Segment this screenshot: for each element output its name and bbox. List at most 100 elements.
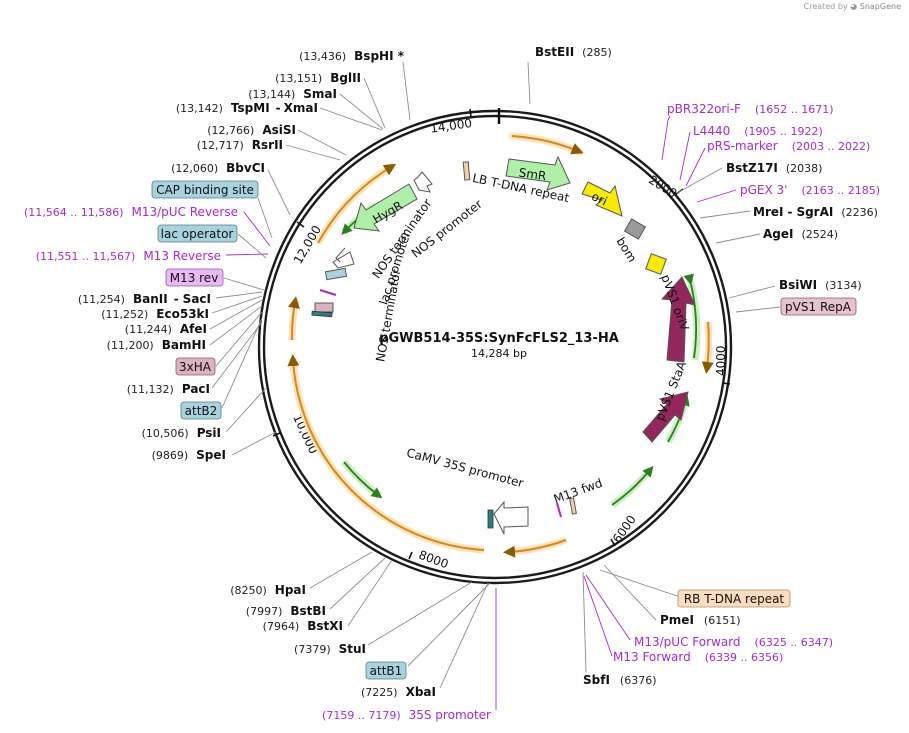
enzyme-bamhi: (11,200)BamHI <box>107 338 206 352</box>
smr-arrow <box>505 155 571 191</box>
leader-m13puc-reverse <box>243 211 271 247</box>
leader-stui <box>367 581 473 646</box>
orf-arc-6 <box>317 163 397 244</box>
primer-m13-forward: M13 Forward(6339 .. 6356) <box>613 650 783 664</box>
enzyme-asisi: (12,766)AsiSI <box>207 123 296 137</box>
primer-leaders <box>225 115 737 710</box>
leader-banii <box>215 291 263 299</box>
m13-fwd-label: M13 fwd <box>552 476 605 507</box>
leader-bglii <box>363 77 386 129</box>
primer-labels: pBR322ori-F(1652 .. 1671) L4440(1905 .. … <box>24 102 880 722</box>
leader-m13puc-fwd <box>585 574 631 641</box>
nos-terminator-arrow <box>332 251 355 269</box>
leader-tspmi <box>319 107 383 131</box>
tick-mark-6000 <box>610 538 616 547</box>
rb-repeat-text: RB T-DNA repeat <box>684 592 785 606</box>
enzyme-stui: (7379)StuI <box>294 642 366 656</box>
attb1-marker <box>487 509 494 529</box>
orf-arc-5 <box>288 296 300 341</box>
leader-smai <box>339 93 384 130</box>
leader-pvs1-repa <box>735 306 781 313</box>
leader-attb1 <box>407 582 491 667</box>
ori-feature: ori <box>581 181 623 217</box>
primer-m13puc-reverse: (11,564 .. 11,586)M13/pUC Reverse <box>24 205 238 219</box>
leader-eco53ki <box>211 295 263 314</box>
enzyme-bstz17i: BstZ17I(2038) <box>726 161 822 175</box>
orf-arc-1 <box>511 135 584 155</box>
enzyme-tspmi-xmai: (13,142)TspMI-XmaI <box>176 101 318 115</box>
backbone-outer-ring <box>257 109 733 585</box>
3xha-text: 3xHA <box>179 360 212 374</box>
orf-arc-3 <box>503 539 567 558</box>
leader-rsrii <box>285 144 341 161</box>
enzyme-bsiwi: BsiWI(3134) <box>779 278 862 292</box>
leader-bstz17i <box>676 167 723 194</box>
primer-pbr322ori-f: pBR322ori-F(1652 .. 1671) <box>667 102 834 116</box>
pvs1-features <box>623 218 696 443</box>
leader-sbfi <box>582 571 587 673</box>
lac-operator-box <box>157 224 238 243</box>
primer-l4440: L4440(1905 .. 1922) <box>693 124 823 138</box>
green-arc-3 <box>611 465 654 506</box>
leader-mrei <box>699 210 751 219</box>
m13-rev-marker <box>319 289 337 296</box>
pvs1-repa-arrow <box>660 276 696 363</box>
lac-operator-marker <box>324 267 348 281</box>
small-features <box>311 161 577 535</box>
tick-mark-12000 <box>296 221 305 228</box>
tick-mark-8000 <box>408 551 413 560</box>
enzyme-sbfi: SbfI(6376) <box>583 673 657 687</box>
leader-pmei <box>603 564 657 621</box>
tick-label-4000: 4000 <box>714 345 728 376</box>
leader-m13-fwd <box>583 575 613 657</box>
leader-pgex3 <box>696 189 737 203</box>
smr-label: SmR <box>518 166 547 184</box>
leader-bsteii <box>527 61 531 105</box>
boxed-features: pVS1 RepA RB T-DNA repeat attB1 attB2 3x… <box>151 180 857 680</box>
camv-35s-arrow <box>493 500 529 535</box>
nos-terminator2-label: NOS terminator <box>373 268 403 363</box>
pvs1-staa-arrow <box>642 391 689 443</box>
leader-l4440 <box>679 131 691 181</box>
primer-m13-reverse: (11,551 .. 11,567)M13 Reverse <box>36 249 221 263</box>
leader-bsphi <box>402 61 411 121</box>
primer-35s-promoter: (7159 .. 7179)35S promoter <box>322 708 491 722</box>
leader-rb-repeat <box>599 569 681 598</box>
hygr-arrow <box>353 183 418 232</box>
plasmid-name: pGWB514-35S:SynFcFLS2_13-HA <box>379 331 619 346</box>
leader-asisi <box>297 129 347 156</box>
lac-promoter-arrow <box>335 247 346 263</box>
leader-cap-site <box>257 197 273 239</box>
ori-label: ori <box>589 189 609 208</box>
camv-35s-label: CaMV 35S promoter <box>405 446 525 491</box>
tick-label-6000: 6000 <box>610 513 639 546</box>
pvs1-oriv-box <box>645 253 667 275</box>
pvs1-repa-text: pVS1 RepA <box>785 300 852 314</box>
leader-attb2 <box>221 317 263 409</box>
green-arc-4 <box>343 461 383 499</box>
orf-arc-4 <box>287 354 485 551</box>
leader-pbr322ori <box>661 115 671 161</box>
plasmid-size: 14,284 bp <box>471 347 527 360</box>
enzyme-bglii: (13,151)BglII <box>275 71 361 85</box>
3xha-box <box>175 357 216 376</box>
enzyme-banii-saci: (11,254)BanII-SacI <box>78 292 211 306</box>
tick-label-2000: 2000 <box>646 173 679 201</box>
leader-bsiwi <box>728 285 776 299</box>
leader-m13-rev <box>223 277 265 291</box>
leader-lac-operator <box>237 233 267 259</box>
enzyme-agei: AgeI(2524) <box>763 227 838 241</box>
orf-arc-1-glow <box>508 132 584 156</box>
tick-mark-4000 <box>721 382 731 385</box>
green-arrows <box>341 202 701 508</box>
smr-feature: SmR <box>505 155 571 191</box>
enzyme-hpai: (8250)HpaI <box>230 583 306 597</box>
lb-repeat-marker <box>462 161 471 181</box>
rb-repeat-marker <box>569 497 577 515</box>
enzyme-spei: (9869)SpeI <box>152 448 226 462</box>
enzyme-bsphi: (13,436)BspHI * <box>299 49 405 63</box>
enzyme-eco53ki: (11,252)Eco53kI <box>101 307 209 321</box>
attb1-text: attB1 <box>370 664 403 678</box>
primer-prs-marker: pRS-marker(2003 .. 2022) <box>707 139 870 153</box>
